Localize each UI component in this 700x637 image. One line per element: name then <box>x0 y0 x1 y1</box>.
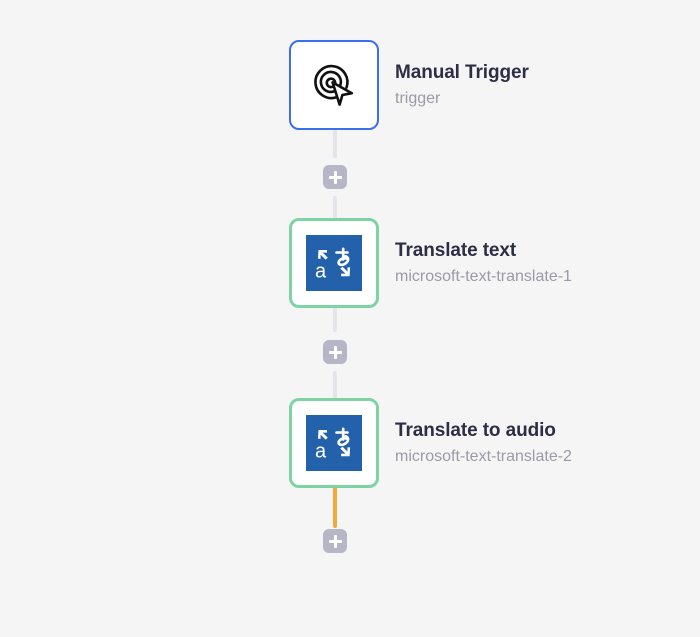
node-title: Translate to audio <box>395 419 556 441</box>
node-title: Manual Trigger <box>395 61 529 83</box>
add-node-button-1[interactable] <box>323 165 347 189</box>
workflow-node-translate-to-audio[interactable]: a Translate to audio microsoft-text-tran… <box>289 398 572 488</box>
node-title: Translate text <box>395 239 517 261</box>
microsoft-translator-icon: a <box>306 415 362 471</box>
plus-icon-vertical <box>333 345 337 359</box>
connector-line-2-bottom <box>333 371 337 398</box>
microsoft-translator-icon: a <box>306 235 362 291</box>
node-label-group: Translate to audio microsoft-text-transl… <box>395 419 572 467</box>
plus-icon-vertical <box>333 534 337 548</box>
node-icon-box[interactable] <box>289 40 379 130</box>
svg-text:a: a <box>315 261 327 283</box>
node-subtitle: trigger <box>395 89 441 107</box>
node-subtitle: microsoft-text-translate-2 <box>395 447 572 465</box>
workflow-node-manual-trigger[interactable]: Manual Trigger trigger <box>289 40 529 130</box>
node-icon-box[interactable]: a <box>289 218 379 308</box>
add-node-button-3[interactable] <box>323 529 347 553</box>
connector-line-3 <box>333 485 337 528</box>
node-icon-box[interactable]: a <box>289 398 379 488</box>
connector-line-1-bottom <box>333 196 337 220</box>
node-label-group: Translate text microsoft-text-translate-… <box>395 239 572 287</box>
plus-icon-vertical <box>333 170 337 184</box>
node-subtitle: microsoft-text-translate-1 <box>395 267 572 285</box>
connector-line-1-top <box>333 130 337 158</box>
add-node-button-2[interactable] <box>323 340 347 364</box>
cursor-click-icon <box>306 57 362 113</box>
workflow-node-translate-text[interactable]: a Translate text microsoft-text-translat… <box>289 218 572 308</box>
node-label-group: Manual Trigger trigger <box>395 61 529 109</box>
svg-text:a: a <box>315 441 327 463</box>
connector-line-2-top <box>333 300 337 332</box>
